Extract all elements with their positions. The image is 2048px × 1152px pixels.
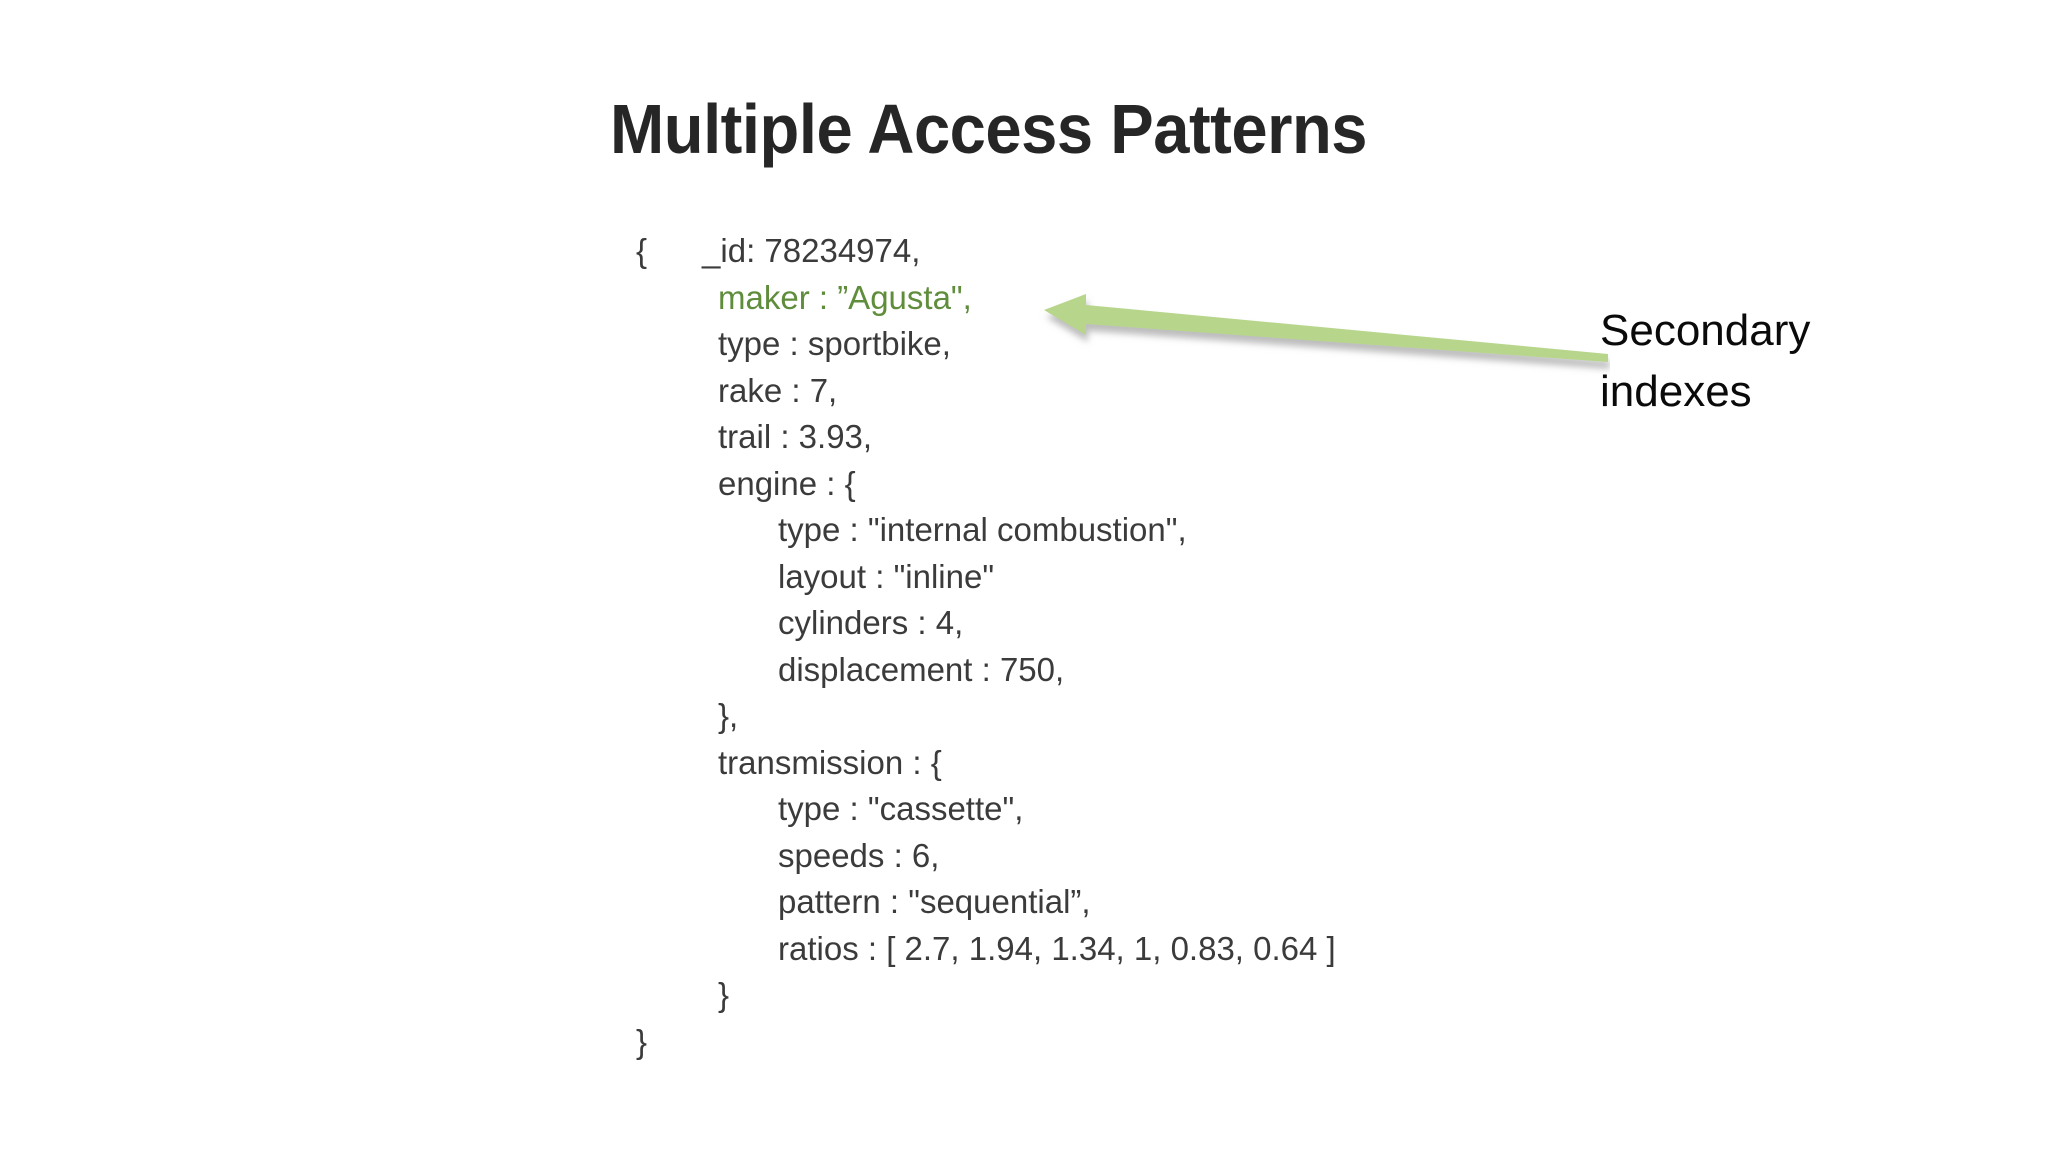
page-title: Multiple Access Patterns	[610, 89, 1368, 168]
json-line: type : "cassette",	[778, 790, 1024, 827]
json-line: engine : {	[718, 464, 856, 502]
json-line: { _id: 78234974,	[636, 232, 921, 269]
json-line: cylinders : 4,	[778, 604, 964, 641]
json-line: }	[636, 1022, 648, 1060]
json-line: maker : ”Agusta",	[718, 278, 972, 316]
json-line: }	[718, 976, 730, 1013]
json-line: },	[718, 697, 739, 734]
json-line: type : "internal combustion",	[778, 511, 1187, 548]
json-line: rake : 7,	[718, 371, 838, 409]
json-line: trail : 3.93,	[718, 418, 873, 455]
callout-label-secondary-indexes: Secondary indexes	[1600, 306, 1811, 416]
json-line: ratios : [ 2.7, 1.94, 1.34, 1, 0.83, 0.6…	[778, 929, 1336, 967]
json-line: transmission : {	[718, 743, 942, 781]
json-line: layout : "inline"	[778, 557, 995, 595]
json-line: displacement : 750,	[778, 650, 1065, 688]
json-line: pattern : "sequential”,	[778, 883, 1091, 920]
json-line: speeds : 6,	[778, 836, 940, 874]
json-line: type : sportbike,	[718, 325, 951, 362]
json-document: { _id: 78234974, maker : ”Agusta", type : …	[636, 228, 1336, 1065]
